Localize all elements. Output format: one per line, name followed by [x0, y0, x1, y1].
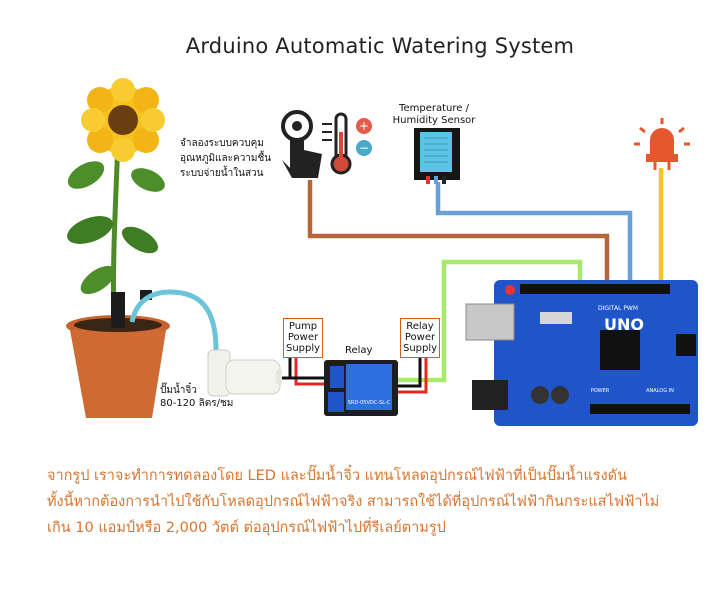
flower-petals	[81, 78, 165, 162]
description-line: เกิน 10 แอมป์หรือ 2,000 วัตต์ ต่ออุปกรณ์…	[47, 520, 446, 536]
relay-power-supply-box: Relay Power Supply	[400, 318, 440, 358]
dht-sensor	[414, 128, 460, 184]
control-line: ระบบจ่ายน้ำในสวน	[180, 168, 264, 179]
pump-label-line: ปั๊มน้ำจิ๋ว	[160, 385, 197, 396]
description-line: ทั้งนี้หากต้องการนำไปใช้กับโหลดอุปกรณ์ไฟ…	[47, 494, 660, 510]
pump-power-supply-box: Pump Power Supply	[283, 318, 323, 358]
description-text: จากรูป เราจะทำการทดลองโดย LED และปั๊มน้ำ…	[47, 463, 687, 541]
relay-supply-line: Supply	[403, 343, 438, 354]
blue-wire	[435, 182, 633, 282]
svg-text:+: +	[359, 119, 369, 133]
page-title: Arduino Automatic Watering System	[185, 34, 575, 58]
description-line: จากรูป เราจะทำการทดลองโดย LED และปั๊มน้ำ…	[47, 468, 628, 484]
led-icon	[634, 118, 690, 170]
arduino-board: UNO DIGITAL PWM POWER ANALOG IN	[465, 280, 698, 426]
sunflower-illustration	[66, 78, 170, 418]
relay-supply-black-wire	[398, 358, 422, 388]
svg-text:ANALOG IN: ANALOG IN	[646, 388, 674, 394]
pump-supply-line: Supply	[286, 343, 321, 354]
svg-text:−: −	[359, 141, 369, 155]
sensor-label: Temperature / Humidity Sensor	[392, 103, 476, 126]
water-tube	[129, 289, 219, 351]
arduino-logo: UNO	[604, 315, 644, 334]
relay-label: Relay	[345, 345, 373, 356]
relay-supply-line: Relay	[406, 321, 434, 332]
brown-wire	[307, 180, 610, 282]
svg-text:POWER: POWER	[591, 388, 610, 394]
control-line: อุณหภูมิและความชื้น	[180, 153, 272, 164]
relay-supply-red-wire	[398, 358, 428, 394]
control-icon: + −	[281, 110, 372, 178]
mini-pump	[207, 349, 282, 397]
relay-supply-line: Power	[404, 332, 436, 343]
pump-label: ปั๊มน้ำจิ๋ว 80-120 ลิตร/ชม	[160, 384, 260, 410]
green-wire	[398, 259, 583, 383]
relay-module: SRD-05VDC-SL-C	[324, 360, 398, 416]
svg-text:SRD-05VDC-SL-C: SRD-05VDC-SL-C	[348, 400, 391, 406]
pump-label-line: 80-120 ลิตร/ชม	[160, 398, 234, 409]
pump-supply-red-wire	[294, 358, 326, 386]
control-description: จำลองระบบควบคุม อุณหภูมิและความชื้น ระบบ…	[180, 136, 305, 181]
pump-supply-line: Pump	[288, 321, 318, 332]
svg-text:DIGITAL PWM: DIGITAL PWM	[598, 305, 638, 312]
pump-supply-line: Power	[287, 332, 319, 343]
control-line: จำลองระบบควบคุม	[180, 138, 264, 149]
